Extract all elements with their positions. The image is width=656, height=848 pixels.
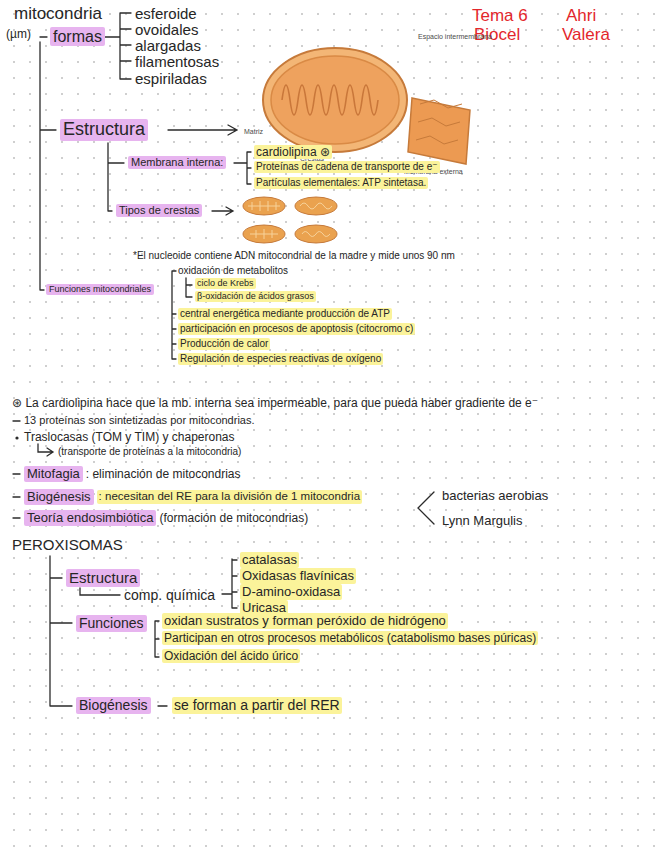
- sub-arrow: [38, 444, 53, 456]
- figure-label: Espacio intermembrana: [418, 33, 492, 41]
- note-text: Lynn Margulis: [442, 513, 522, 529]
- cutaway-piece: [408, 98, 470, 164]
- crest-lines: [250, 229, 278, 239]
- highlighted-text: Participan en otros procesos metabólicos…: [162, 631, 538, 645]
- note-text: Traslocasas (TOM y TIM) y chaperonas: [24, 430, 235, 444]
- highlighted-text: Oxidasas flavínicas: [240, 568, 356, 584]
- angle-bracket: [418, 492, 434, 524]
- highlighted-heading: Funciones mitocondriales: [46, 284, 154, 295]
- highlighted-heading: Teoría endosimbiótica: [24, 510, 156, 526]
- dash: [13, 474, 20, 518]
- bullet: [15, 436, 18, 439]
- note-text: espiriladas: [135, 70, 207, 88]
- membrane-bracket: [234, 152, 251, 184]
- title-text: Ahri: [566, 6, 596, 26]
- highlighted-text: oxidan sustratos y forman peróxido de hi…: [162, 613, 448, 629]
- crest-lines: [248, 201, 280, 211]
- krebs-bracket: [186, 278, 192, 297]
- highlighted-text: Regulación de especies reactivas de oxíg…: [178, 353, 383, 365]
- highlighted-text: D-amino-oxidasa: [240, 584, 342, 600]
- note-text: ovoidales: [135, 21, 198, 39]
- highlighted-text: se forman a partir del RER: [172, 697, 342, 714]
- highlighted-heading: Estructura: [66, 569, 140, 587]
- sub-bracket: [80, 588, 120, 595]
- highlighted-text: ciclo de Krebs: [195, 278, 256, 289]
- highlighted-heading: Biogénesis: [76, 697, 151, 714]
- highlighted-text: Producción de calor: [178, 338, 270, 350]
- highlighted-text: : necesitan del RE para la división de 1…: [97, 490, 362, 504]
- crest-image: [295, 225, 337, 243]
- note-text: *El nucleoide contiene ADN mitocondrial …: [133, 250, 455, 262]
- highlighted-text: catalasas: [240, 552, 299, 568]
- note-text: (µm): [6, 27, 31, 41]
- crest-image: [243, 197, 285, 215]
- arrow-line: [168, 125, 237, 135]
- arrow-line: [212, 207, 233, 215]
- crest-image: [243, 225, 285, 243]
- highlighted-text: Partículas elementales: ATP sintetasa.: [254, 177, 428, 189]
- highlighted-text: β-oxidación de ácidos grasos: [195, 291, 316, 302]
- note-text: alargadas: [135, 37, 201, 55]
- crest-lines: [300, 203, 332, 209]
- highlighted-text: Oxidación del ácido úrico: [162, 649, 300, 663]
- highlighted-heading: Membrana interna:: [128, 156, 226, 169]
- main-bracket: [40, 37, 56, 290]
- highlighted-heading: Estructura: [60, 119, 148, 141]
- bracket-lines: [13, 13, 434, 706]
- cristae: [282, 85, 378, 115]
- title-text: Tema 6: [472, 6, 528, 26]
- figure-label: Matriz: [244, 128, 263, 136]
- outer-membrane: [263, 48, 407, 152]
- highlighted-text: central energética mediante producción d…: [178, 308, 392, 320]
- functions-bracket: [172, 271, 176, 359]
- crest-image: [295, 197, 337, 215]
- note-text: ⊛ La cardiolipina hace que la mb. intern…: [12, 396, 538, 410]
- inner-membrane: [271, 56, 399, 144]
- note-text: comp. química: [124, 587, 215, 604]
- highlighted-heading: Funciones: [76, 615, 147, 632]
- dash: [158, 705, 167, 706]
- crest-lines: [302, 232, 330, 237]
- note-text: mitocondria: [14, 4, 102, 24]
- highlighted-text: Proteínas de cadena de transporte de e⁻: [254, 161, 440, 173]
- cutaway-folds: [416, 100, 462, 144]
- note-text: (formación de mitocondrias): [159, 511, 308, 525]
- crest-images: [243, 197, 337, 243]
- dash: [13, 420, 20, 421]
- highlighted-text: participación en procesos de apoptosis (…: [178, 323, 415, 335]
- title-text: Valera: [562, 25, 610, 45]
- note-text: oxidación de metabolitos: [178, 265, 288, 277]
- composition-bracket: [222, 559, 237, 608]
- note-text: filamentosas: [135, 53, 219, 71]
- note-text: 13 proteínas son sintetizadas por mitoco…: [24, 414, 255, 427]
- note-text: bacterias aerobias: [442, 488, 548, 504]
- highlighted-text: cardiolipina ⊛: [254, 145, 332, 159]
- highlighted-heading: formas: [50, 27, 105, 46]
- highlighted-heading: Biogénesis: [24, 489, 94, 505]
- sub-bracket: [108, 143, 124, 211]
- highlighted-heading: Mitofagia: [24, 466, 83, 482]
- forms-bracket: [104, 13, 131, 79]
- note-text: (transporte de proteínas a la mitocondri…: [58, 446, 241, 458]
- note-text: : eliminación de mitocondrias: [86, 467, 241, 481]
- highlighted-heading: Tipos de crestas: [116, 204, 202, 217]
- note-text: esferoide: [135, 5, 197, 23]
- note-text: PEROXISOMAS: [12, 536, 123, 554]
- functions-bracket: [155, 621, 159, 657]
